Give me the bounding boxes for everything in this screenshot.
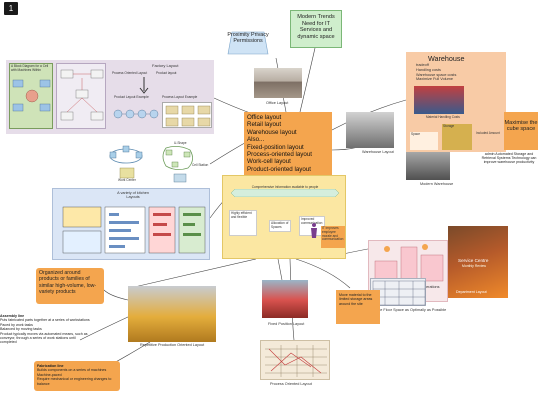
warehouse-items: tradeoff Handling costs Warehouse space …	[416, 63, 457, 82]
factory-layout-title: Factory Layout	[152, 63, 179, 68]
warehouse-racks-image	[414, 86, 464, 114]
repetitive-definition-note: Organized around products or families of…	[36, 268, 104, 304]
material-handling-label: Material Handling Costs	[426, 115, 460, 119]
repetitive-production-photo	[128, 286, 216, 342]
page-number-badge: 1	[4, 2, 18, 15]
product-layout-label: Product Layout Example	[114, 95, 149, 99]
layout-type-item: Warehouse layout	[247, 128, 297, 136]
warehouse-panel: Warehouse tradeoff Handling costs Wareho…	[406, 52, 506, 152]
benefits-hub: Comprehensive Information available to p…	[222, 175, 346, 259]
flow-arrow-icon	[136, 76, 152, 96]
layout-type-item: Office layout	[247, 114, 282, 121]
product-layout-sketch	[110, 102, 160, 126]
hub-note-middle: Allocation of Spaces	[269, 220, 291, 232]
proximity-shape	[226, 30, 270, 56]
office-caption: Office Layout	[266, 101, 289, 105]
u-shape-label: U-Shape	[174, 141, 187, 145]
layout-type-item: Also...	[247, 136, 265, 144]
warehouse-title: Warehouse	[428, 54, 465, 63]
cell-flow-diagram	[56, 63, 106, 129]
modern-warehouse-caption: Modern Warehouse	[420, 182, 454, 186]
layout-type-item: Process-oriented layout	[247, 151, 313, 159]
fixed-position-note: Move material to the limited storage are…	[336, 290, 380, 324]
repetitive-caption: Repetitive Production Oriented Layout	[140, 343, 205, 347]
layout-type-item: Retail layout	[247, 121, 282, 129]
process-oriented-chart	[260, 340, 330, 380]
office-photo	[254, 68, 302, 98]
utilize-caption: Utilize Floor Space as Optimally as Poss…	[372, 308, 447, 312]
factory-notes: Product layout	[156, 71, 177, 75]
cell-station-label: Cell Station	[192, 163, 209, 167]
proximity-text: Proximity Privacy Permissions	[227, 32, 269, 45]
layout-type-item: Work-cell layout	[247, 158, 291, 166]
process-layout-sketch	[162, 102, 212, 128]
process-oriented-label: Process Oriented Layout	[112, 71, 148, 75]
assembly-line-text: Assembly line Puts fabricated parts toge…	[0, 314, 90, 345]
service-centre-photo: Service Centre Monthly Review Department…	[448, 226, 508, 298]
warehouse-caption: Warehouse Layout	[362, 150, 394, 154]
person-icon	[309, 222, 319, 238]
process-oriented-caption: Process Oriented Layout	[270, 382, 312, 386]
modern-warehouse-photo	[406, 152, 450, 180]
space-block: Space	[410, 132, 438, 150]
layout-type-item: Product-oriented layout	[247, 165, 311, 173]
warehouse-photo	[346, 112, 394, 148]
process-layout-label: Process Layout Example	[162, 95, 198, 99]
warehouse-tech-note: admin Automated Storage and Retrieval Sy…	[481, 152, 537, 165]
layout-type-item: Fixed-position layout	[247, 143, 304, 151]
kitchen-layouts-panel: A variety of kitchen Layouts	[52, 188, 210, 260]
factory-layout-panel: A Block Diagram for a Cell with Machines…	[6, 60, 214, 134]
work-center-label: Work Center	[118, 178, 136, 182]
kitchen-layouts-title: A variety of kitchen Layouts	[117, 191, 149, 199]
cell-block-diagram: A Block Diagram for a Cell with Machines…	[9, 63, 53, 129]
maximise-cube-box: Maximise the cube space	[504, 112, 538, 150]
fixed-position-photo	[262, 280, 308, 318]
hub-banner-text: Comprehensive Information available to p…	[251, 185, 319, 189]
included-amount-label: Included Amount	[476, 131, 500, 135]
hub-note-bottom: IT improves employee morale and communic…	[321, 226, 345, 248]
hub-note-left: Highly efficient and flexible	[229, 210, 257, 236]
fixed-position-caption: Fixed Position Layout	[268, 322, 305, 326]
fabrication-line-note: Fabrication line Builds components on a …	[34, 361, 120, 391]
modern-trends-box: Modern Trends Need for IT Services and d…	[290, 10, 342, 48]
work-cell-diagrams: Work Center U-Shape Cell Station	[104, 141, 210, 186]
layout-types-list: Office layout Retail layout Warehouse la…	[244, 112, 332, 178]
storage-block: Storage	[442, 124, 472, 150]
